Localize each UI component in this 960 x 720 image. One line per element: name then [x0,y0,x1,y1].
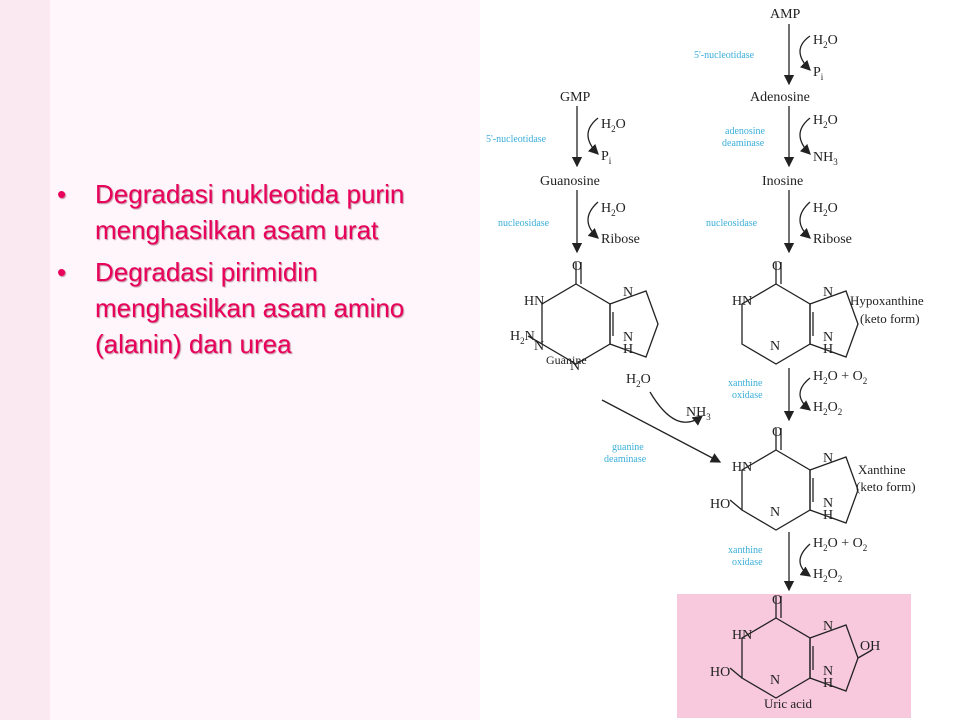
xanthine-structure: O HN N N N H HO Xanthine (keto form) [710,425,916,531]
atom-oh: OH [860,639,880,654]
atom-h: H [623,342,633,357]
atom-h: H [823,508,833,523]
atom-n: N [823,496,833,511]
reagent-h2o-o2: H2O + O2 [813,536,867,553]
atom-hn: HN [732,294,752,309]
atom-n: N [623,285,633,300]
adenosine-label: Adenosine [750,90,810,105]
enzyme-nucleosidase: nucleosidase [706,218,758,229]
atom-o: O [572,259,582,274]
atom-n: N [623,330,633,345]
atom-n: N [823,330,833,345]
curve-arrow [799,377,812,411]
xanthine-label: Xanthine [858,462,906,477]
reagent-h2o: H2O [601,201,626,218]
enzyme-xanthine-oxidase: oxidase [732,557,763,568]
reagent-h2o2: H2O2 [813,567,842,584]
bullet-item-purin: • Degradasi nukleotida purin menghasilkan… [55,176,480,248]
atom-hn: HN [732,460,752,475]
xanthine-form: (keto form) [856,479,916,494]
enzyme-adenosine-deaminase: deaminase [722,138,765,149]
atom-n: N [770,505,780,520]
atom-hn: HN [524,294,544,309]
guanine-structure: O HN N N N N H H2N Guanine [510,259,659,374]
hypoxanthine-structure: O HN N N N H Hypoxanthine (keto form) [732,259,924,365]
atom-o: O [772,593,782,608]
atom-hn: HN [732,628,752,643]
reagent-ribose: Ribose [601,232,640,247]
amp-label: AMP [770,7,801,22]
uric-acid-label: Uric acid [764,696,813,711]
enzyme-guanine-deaminase: guanine [612,442,644,453]
curve-arrow [587,117,599,155]
curve-arrow [799,117,811,155]
atom-n: N [570,359,580,374]
enzyme-adenosine-deaminase: adenosine [725,126,766,137]
enzyme-xanthine-oxidase: oxidase [732,390,763,401]
reagent-pi: Pi [601,149,612,166]
bullet-marker: • [57,179,67,209]
atom-n: N [770,673,780,688]
slide-left-band [0,0,50,720]
reagent-h2o: H2O [813,33,838,50]
atom-ho: HO [710,665,730,680]
uric-acid-structure: O HN N N N H HO OH Uric acid [710,593,880,711]
atom-n: N [823,619,833,634]
arrow-guanine-xanthine [601,399,722,463]
atom-n: N [823,664,833,679]
uric-acid-box [677,594,911,718]
atom-o: O [772,425,782,440]
gmp-label: GMP [560,90,591,105]
reagent-h2o: H2O [601,117,626,134]
atom-n: N [823,285,833,300]
atom-nh2: H2N [510,329,535,346]
enzyme-nucleosidase: nucleosidase [498,218,550,229]
reagent-pi: Pi [813,65,824,82]
purine-degradation-pathway: AMP H2O Pi 5'-nucleotidase Adenosine H2O… [486,7,924,718]
guanine-label: Guanine [546,353,587,367]
enzyme-xanthine-oxidase: xanthine [728,545,763,556]
curve-arrow [799,35,811,71]
atom-n: N [823,451,833,466]
reagent-h2o-o2: H2O + O2 [813,369,867,386]
atom-n: N [534,339,544,354]
atom-ho: HO [710,497,730,512]
atom-n: N [770,339,780,354]
reagent-ribose: Ribose [813,232,852,247]
curve-arrow [799,543,812,577]
reagent-h2o: H2O [813,113,838,130]
reagent-h2o: H2O [626,372,651,389]
guanosine-label: Guanosine [540,174,600,189]
bullet-item-pirimidin: • Degradasi pirimidin menghasilkan asam a… [55,254,480,362]
bullet-text: Degradasi nukleotida purin menghasilkan … [95,179,405,245]
slide-text-area [50,0,480,720]
hypoxanthine-form: (keto form) [860,311,920,326]
enzyme-5-nucleotidase: 5'-nucleotidase [694,50,755,61]
enzyme-xanthine-oxidase: xanthine [728,378,763,389]
reagent-nh3: NH3 [686,405,711,422]
bullet-list: • Degradasi nukleotida purin menghasilkan… [55,176,480,368]
atom-o: O [772,259,782,274]
atom-h: H [823,342,833,357]
hypoxanthine-label: Hypoxanthine [850,293,924,308]
inosine-label: Inosine [762,174,803,189]
bullet-text: Degradasi pirimidin menghasilkan asam am… [95,257,405,359]
reagent-nh3: NH3 [813,150,838,167]
reagent-h2o: H2O [813,201,838,218]
atom-h: H [823,676,833,691]
curve-arrow [799,201,811,239]
curve-arrow [649,391,704,426]
enzyme-guanine-deaminase: deaminase [604,454,647,465]
curve-arrow [587,201,599,239]
enzyme-5-nucleotidase: 5'-nucleotidase [486,134,547,145]
reagent-h2o2: H2O2 [813,400,842,417]
bullet-marker: • [57,257,67,287]
